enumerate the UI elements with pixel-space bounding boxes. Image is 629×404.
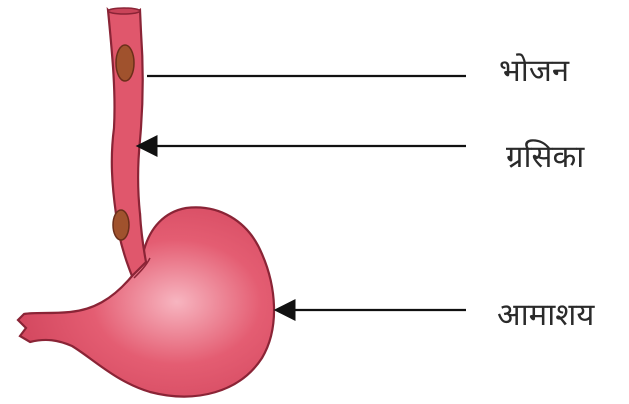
label-esophagus: ग्रसिका (506, 142, 584, 173)
food-bolus-upper (116, 45, 134, 81)
label-food: भोजन (499, 56, 569, 87)
food-bolus-lower (113, 210, 129, 240)
label-stomach: आमाशय (497, 300, 594, 331)
esophagus-opening (108, 8, 140, 14)
stomach-shape (18, 207, 274, 396)
